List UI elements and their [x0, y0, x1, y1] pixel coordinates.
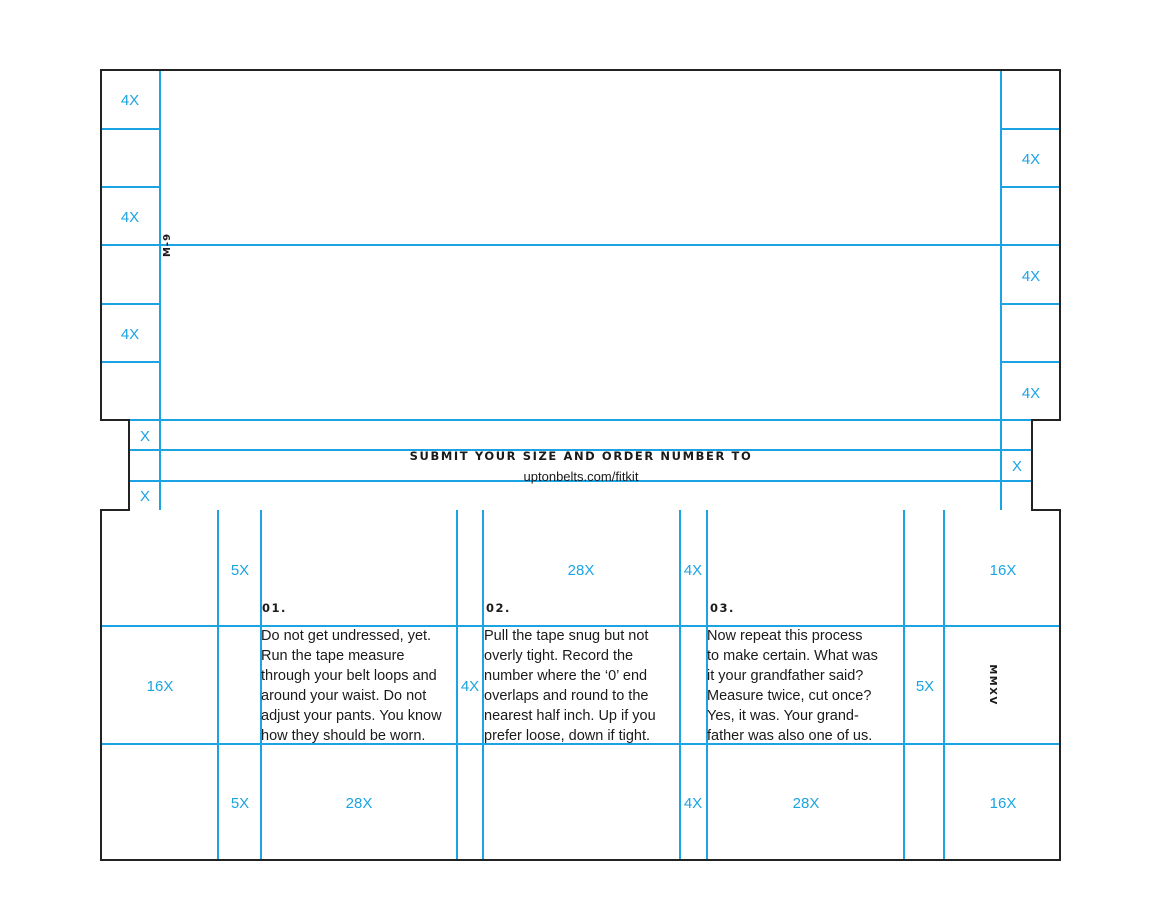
step-2-line-2: overly tight. Record the — [484, 648, 633, 664]
step-1-line-4: around your waist. Do not — [261, 688, 426, 704]
step-1-line-5: adjust your pants. You know — [261, 708, 442, 724]
middle-row-5x-label: 5X — [916, 678, 934, 695]
right-4x-label-1: 4X — [1022, 151, 1040, 168]
band-x-label-right: X — [1012, 458, 1022, 475]
step-3-line-2: to make certain. What was — [707, 648, 878, 664]
bottom-row-28x-label-1: 28X — [346, 795, 373, 812]
step-1-line-6: how they should be worn. — [261, 728, 425, 744]
step-1-line-2: Run the tape measure — [261, 648, 404, 664]
step-2-line-1: Pull the tape snug but not — [484, 628, 648, 644]
middle-row-16x-label: 16X — [147, 678, 174, 695]
step-3-number: 03. — [710, 601, 735, 615]
bottom-row-4x-label: 4X — [684, 795, 702, 812]
step-1-line-1: Do not get undressed, yet. — [261, 628, 431, 644]
band-x-label-2: X — [140, 488, 150, 505]
bottom-row-16x-label: 16X — [990, 795, 1017, 812]
step-2-line-3: number where the ‘0’ end — [484, 668, 647, 684]
submit-url: uptonbelts.com/fitkit — [524, 469, 639, 484]
die-cut-outline — [100, 69, 1061, 861]
step-3-line-5: Yes, it was. Your grand- — [707, 708, 859, 724]
step-2-line-4: overlaps and round to the — [484, 688, 648, 704]
step-2-line-6: prefer loose, down if tight. — [484, 728, 650, 744]
step-2-text: Pull the tape snug but not overly tight.… — [484, 628, 660, 744]
left-4x-label-2: 4X — [121, 209, 139, 226]
left-4x-label-3: 4X — [121, 326, 139, 343]
step-3-line-3: it your grandfather said? — [707, 668, 863, 684]
rotated-code-label: M-9 — [162, 233, 173, 257]
step-1-line-3: through your belt loops and — [261, 668, 437, 684]
top-row-4x-label: 4X — [684, 562, 702, 579]
guide-lines — [101, 70, 1060, 860]
bottom-row-28x-label-2: 28X — [793, 795, 820, 812]
step-3-line-6: father was also one of us. — [707, 728, 872, 744]
right-4x-label-3: 4X — [1022, 385, 1040, 402]
step-2-line-5: nearest half inch. Up if you — [484, 708, 656, 724]
step-3-text: Now repeat this process to make certain.… — [707, 628, 882, 744]
top-row-28x-label: 28X — [568, 562, 595, 579]
right-4x-label-2: 4X — [1022, 268, 1040, 285]
top-row-16x-label: 16X — [990, 562, 1017, 579]
band-x-label-1: X — [140, 428, 150, 445]
left-4x-label-1: 4X — [121, 92, 139, 109]
submit-heading: SUBMIT YOUR SIZE AND ORDER NUMBER TO — [410, 449, 753, 463]
top-row-5x-label: 5X — [231, 562, 249, 579]
step-1-text: Do not get undressed, yet. Run the tape … — [261, 628, 446, 744]
step-3-line-1: Now repeat this process — [707, 628, 863, 644]
step-1-number: 01. — [262, 601, 287, 615]
vertical-year-mark: MMXV — [987, 664, 998, 705]
middle-row-4x-label: 4X — [461, 678, 479, 695]
bottom-row-5x-label: 5X — [231, 795, 249, 812]
step-2-number: 02. — [486, 601, 511, 615]
step-3-line-4: Measure twice, cut once? — [707, 688, 871, 704]
